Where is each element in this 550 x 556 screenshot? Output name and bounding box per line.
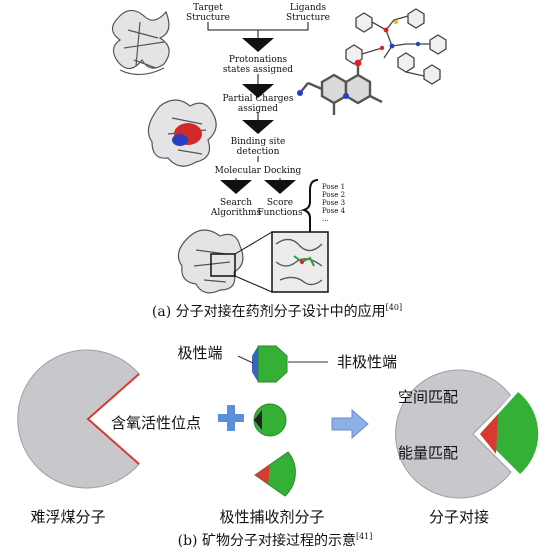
docked-collector-shape bbox=[475, 387, 542, 479]
charges-step-label-line2: assigned bbox=[238, 104, 278, 114]
plus-icon bbox=[218, 405, 244, 431]
pose-item: Pose 2 bbox=[322, 191, 345, 199]
pose-item: Pose 3 bbox=[322, 199, 345, 207]
score-functions-label: Score bbox=[267, 198, 293, 208]
docked-coal-shape bbox=[395, 369, 512, 499]
score-functions-label-line2: Functions bbox=[257, 208, 303, 218]
coal-molecule-shape bbox=[17, 349, 140, 489]
docking-arrow-icon bbox=[331, 408, 369, 440]
target-protein-image bbox=[111, 9, 170, 76]
energy-match-label: 能量匹配 bbox=[398, 444, 458, 462]
pose-item: Pose 4 bbox=[322, 207, 346, 215]
ligands-structure-label-line2: Structure bbox=[286, 13, 330, 23]
binding-step-label: Binding site bbox=[231, 137, 286, 147]
docking-step-label: Molecular Docking bbox=[215, 166, 302, 176]
caption-b: (b) 矿物分子对接过程的示意[41] bbox=[178, 532, 373, 549]
search-algorithms-label: Search bbox=[220, 198, 252, 208]
charges-step-label: Partial Charges bbox=[223, 94, 294, 104]
search-algorithms-label-line2: Algorithms bbox=[210, 208, 262, 218]
binding-zoom-image bbox=[271, 231, 329, 293]
poses-list: Pose 1 Pose 2 Pose 3 Pose 4 ... bbox=[322, 183, 346, 223]
pose-item: ... bbox=[322, 215, 329, 223]
oxygen-active-site-edge bbox=[86, 373, 140, 465]
target-structure-label-line2: Structure bbox=[186, 13, 230, 23]
collector-molecule-polygon bbox=[252, 345, 288, 383]
docked-complex-image bbox=[177, 229, 273, 294]
space-match-label: 空间匹配 bbox=[398, 388, 458, 406]
target-structure-label: Target bbox=[193, 3, 223, 13]
polar-end-label: 极性端 bbox=[177, 344, 222, 362]
flow-arrowheads bbox=[220, 38, 296, 194]
nonpolar-end-label: 非极性端 bbox=[337, 353, 397, 371]
polar-end-pointer bbox=[237, 355, 254, 364]
collector-molecule-label: 极性捕收剂分子 bbox=[219, 508, 324, 526]
ligands-structure-label: Ligands bbox=[290, 3, 327, 13]
part-b-schematic: 极性端 非极性端 含氧活性位点 空间匹配 能量匹配 难浮煤分子 极性捕收剂分子 … bbox=[17, 344, 542, 549]
coal-molecule-label: 难浮煤分子 bbox=[30, 508, 105, 526]
docking-result-label: 分子对接 bbox=[429, 508, 489, 526]
pose-item: Pose 1 bbox=[322, 183, 345, 191]
collector-molecule-sector bbox=[254, 451, 296, 497]
binding-step-label-line2: detection bbox=[237, 147, 280, 157]
oxygen-active-sites-label: 含氧活性位点 bbox=[111, 414, 201, 432]
part-a-workflow: Target Structure Ligands Structure Proto… bbox=[111, 3, 447, 320]
docked-polar-contact bbox=[480, 414, 498, 454]
protonation-step-label-line2: states assigned bbox=[223, 65, 293, 75]
protonation-step-label: Protonations bbox=[229, 55, 288, 65]
collector-molecule-circle bbox=[253, 403, 287, 437]
caption-a: (a) 分子对接在药剂分子设计中的应用[40] bbox=[152, 303, 402, 320]
ligand-molecules-image bbox=[345, 8, 447, 85]
ligand-3d-structure-image bbox=[297, 59, 383, 115]
flow-lines bbox=[207, 22, 309, 180]
protein-binding-site-image bbox=[147, 99, 217, 167]
poses-brace bbox=[300, 179, 319, 241]
